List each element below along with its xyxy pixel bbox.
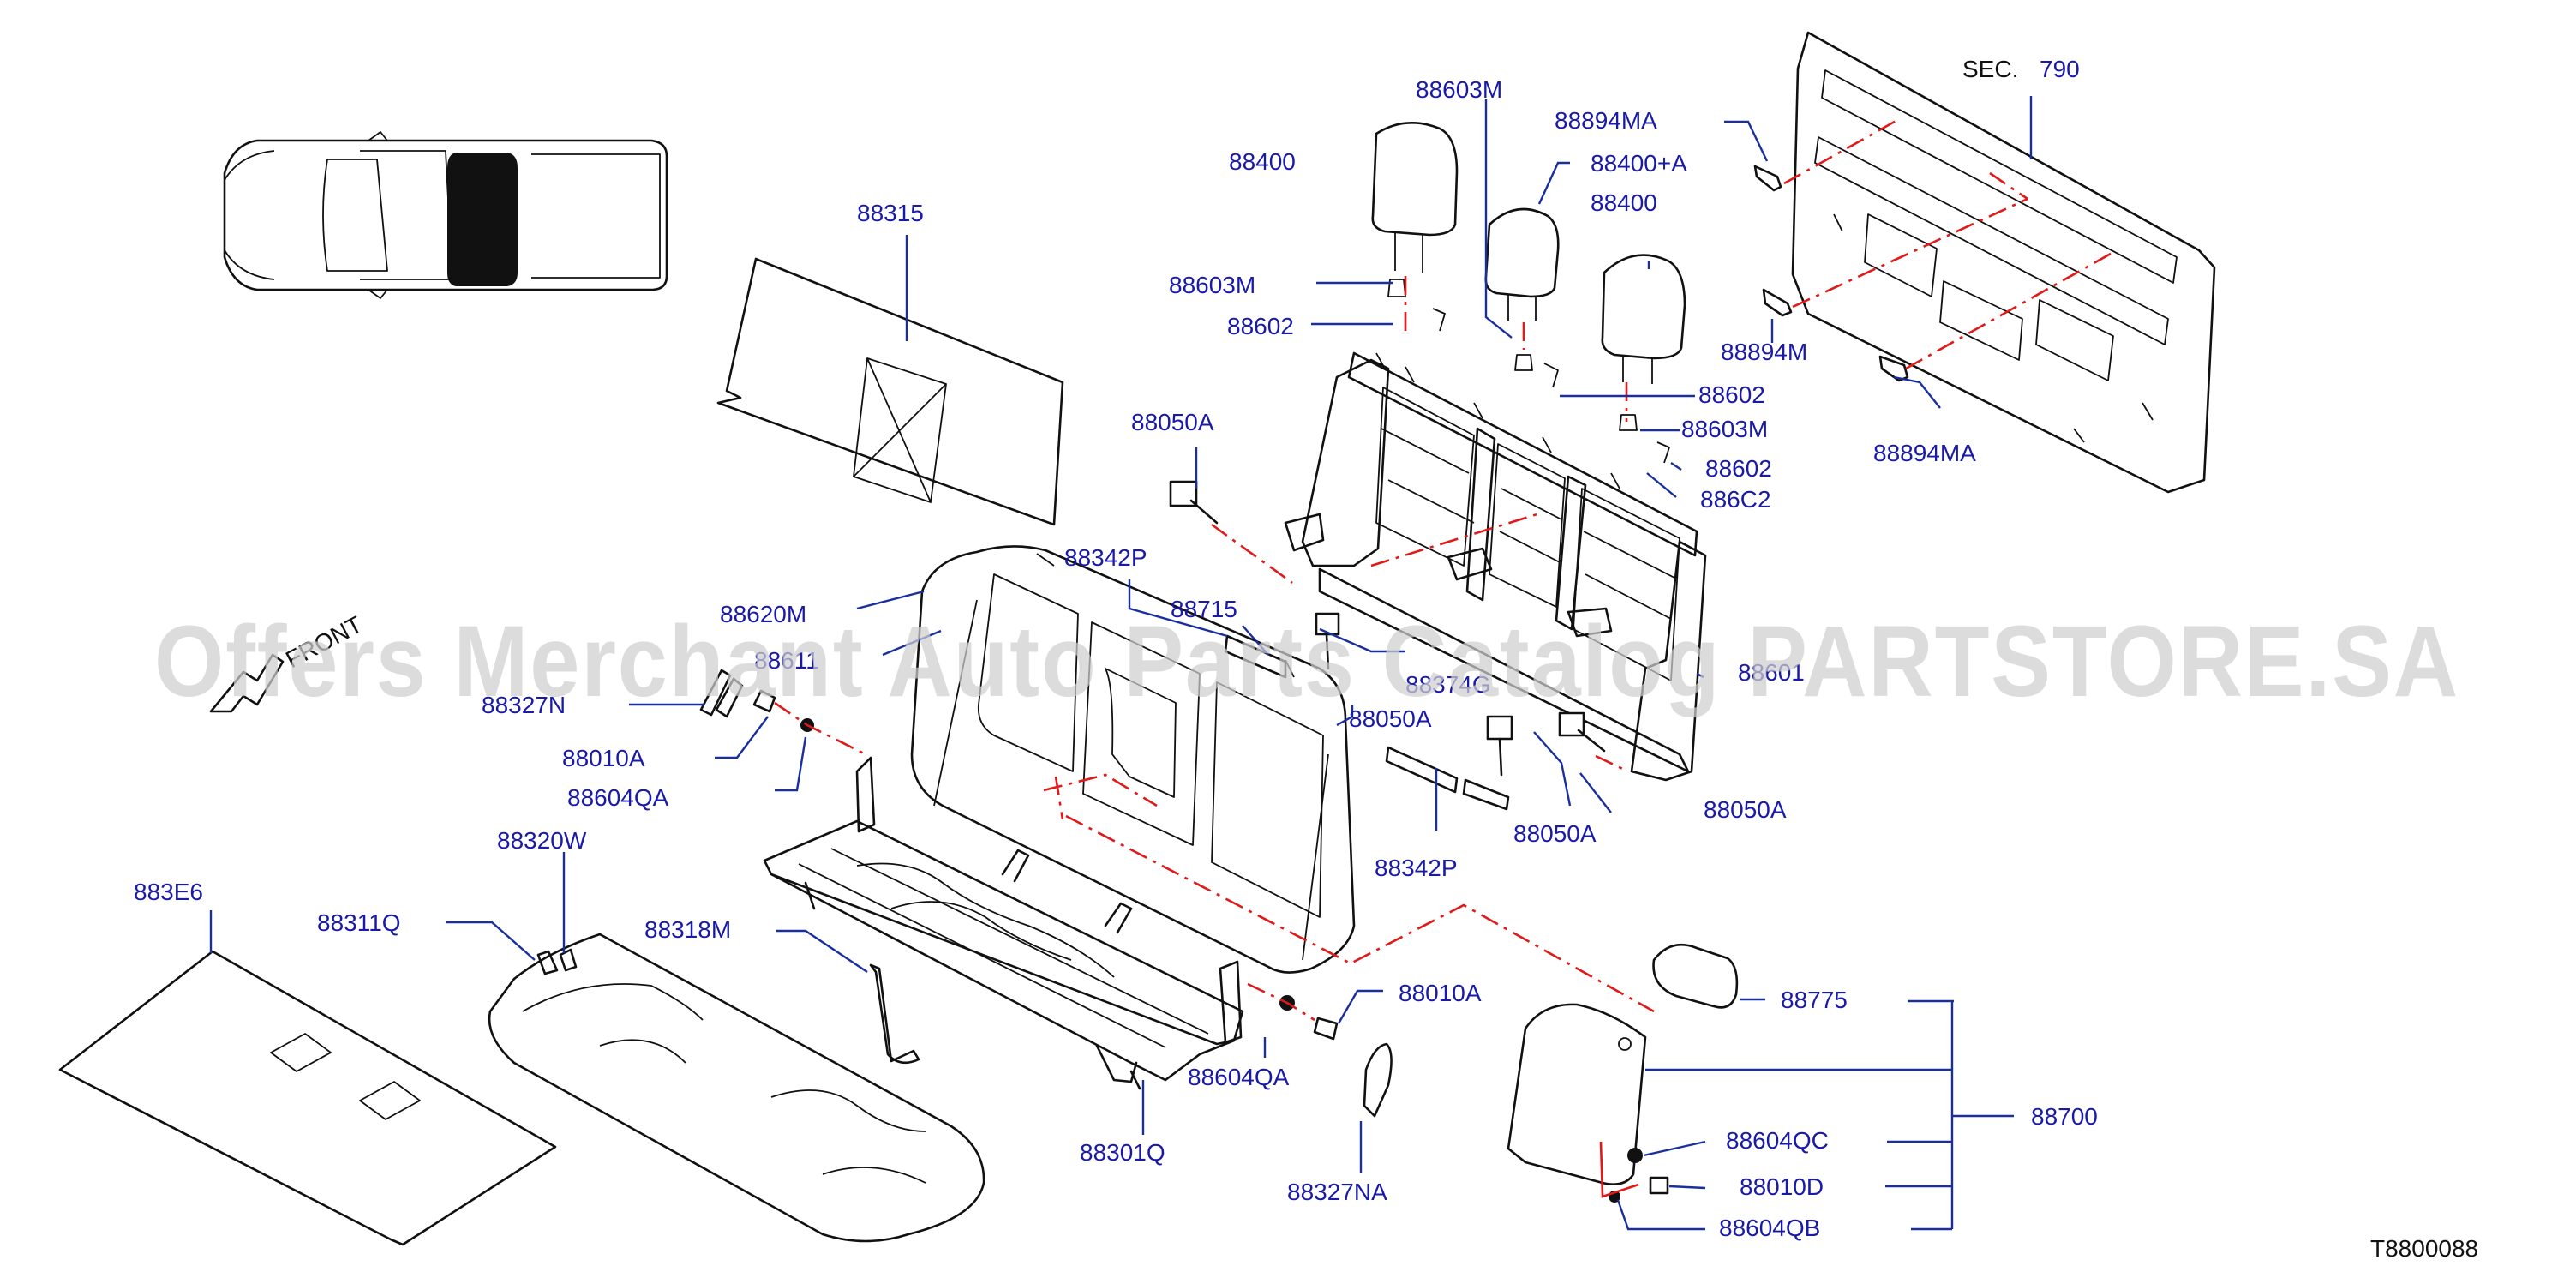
callout-88894ma: 88894MA [1873,440,1976,466]
callout-88601: 88601 [1738,659,1805,686]
headrest-left [1371,121,1459,273]
strap [869,963,920,1065]
callout-88318m: 88318M [644,916,731,943]
callout-88301q: 88301Q [1080,1139,1165,1166]
callout-886c2: 886C2 [1700,486,1771,513]
rear-seat-highlight [447,153,518,286]
callout-88050a: 88050A [1704,796,1787,823]
watermark-text: Offers Merchant Auto Parts Catalog PARTS… [154,605,2459,718]
callout-88315: 88315 [857,200,924,226]
headrest-right [1601,254,1686,384]
callout-88400: 88400 [1591,189,1657,216]
callout-88603m: 88603M [1416,76,1502,103]
callout-88050a: 88050A [1349,705,1432,732]
callout-88602: 88602 [1227,313,1294,339]
section-number: 790 [2040,56,2080,82]
callout-88603m: 88603M [1169,272,1255,298]
callout-88327na: 88327NA [1287,1179,1387,1205]
callout-88327n: 88327N [482,692,566,718]
back-panel [1791,31,2216,494]
callout-88342p: 88342P [1064,544,1147,571]
callout-88611: 88611 [754,647,819,674]
callout-88050a: 88050A [1513,820,1597,847]
back-board [716,257,1064,526]
callout-88602: 88602 [1698,381,1765,408]
callout-88604qa: 88604QA [567,784,669,811]
callout-88010a: 88010A [1399,980,1482,1006]
seat-cushion-assembly [488,933,985,1243]
drawing-number: T8800088 [2370,1235,2478,1262]
callout-88715: 88715 [1171,596,1237,622]
callout-88604qa: 88604QA [1188,1064,1290,1090]
section-prefix: SEC. [1962,56,2018,82]
leader-lines [209,96,2033,1231]
callout-88620m: 88620M [720,601,806,627]
callout-88894m: 88894M [1721,339,1807,365]
callout-88400-plus-a: 88400+A [1591,150,1687,177]
cushion-pad [58,950,557,1246]
callout-88320w: 88320W [497,827,587,854]
callout-88603m: 88603M [1681,416,1768,442]
callout-883e6: 883E6 [134,879,203,905]
callout-88010a: 88010A [562,745,645,771]
headrest-center [1484,207,1560,321]
callout-88604qb: 88604QB [1719,1215,1820,1241]
callout-88400: 88400 [1229,148,1296,175]
seat-back-frame [1284,351,1707,782]
phantom-lines [774,117,2118,1198]
callout-88700: 88700 [2031,1103,2098,1130]
callout-88894ma: 88894MA [1555,107,1657,134]
callout-88374g: 88374G [1405,671,1491,698]
vehicle-top-view [223,131,668,299]
callout-88010d: 88010D [1740,1173,1824,1200]
callout-88604qc: 88604QC [1726,1127,1829,1154]
callout-88602: 88602 [1705,455,1772,482]
callout-88311q: 88311Q [317,909,401,936]
callout-88775: 88775 [1781,987,1848,1013]
callout-88050a: 88050A [1131,409,1214,435]
seat-cushion-frame [763,756,1244,1090]
callout-88342p: 88342P [1375,855,1458,881]
callout-labels: 88315 88400 88603M 88894MA 88400+A 88400… [134,56,2478,1262]
